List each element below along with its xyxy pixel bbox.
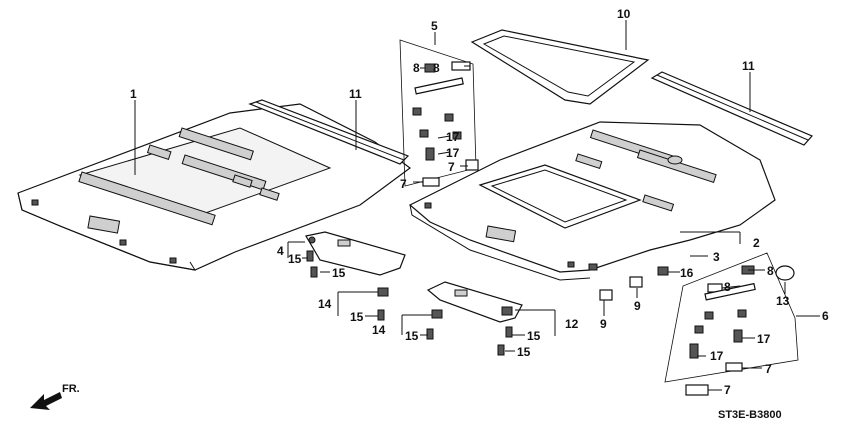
callout-5: 5 xyxy=(431,19,438,33)
callout-11-left: 11 xyxy=(349,87,362,101)
callout-14-b: 14 xyxy=(372,323,386,337)
callout-15-f: 15 xyxy=(517,345,531,359)
callouts: 1 11 5 10 11 8 8 17 17 7 7 4 15 15 14 15… xyxy=(130,7,829,397)
sun-visor-left xyxy=(305,231,406,276)
callout-7-d: 7 xyxy=(724,383,731,397)
callout-6: 6 xyxy=(822,309,829,323)
roof-rail-right xyxy=(650,71,814,146)
callout-15-d: 15 xyxy=(405,329,419,343)
sun-visor-right xyxy=(426,281,523,323)
callout-7-a: 7 xyxy=(448,160,455,174)
headliner-left xyxy=(17,103,412,271)
callout-7-b: 7 xyxy=(400,177,407,191)
headliner-right-sunroof xyxy=(408,121,776,281)
callout-4: 4 xyxy=(277,244,284,258)
callout-13: 13 xyxy=(776,294,790,308)
callout-15-b: 15 xyxy=(332,266,346,280)
hardware-group-6 xyxy=(664,252,799,396)
callout-17-c: 17 xyxy=(757,332,771,346)
sunroof-seal xyxy=(470,29,650,105)
callout-11-right: 11 xyxy=(742,59,755,73)
callout-14-a: 14 xyxy=(318,297,332,311)
callout-17-d: 17 xyxy=(710,349,724,363)
callout-8-c: 8 xyxy=(767,264,774,278)
callout-17-b: 17 xyxy=(446,146,460,160)
callout-1: 1 xyxy=(130,87,137,101)
diagram-code: ST3E-B3800 xyxy=(718,409,782,421)
arrow-icon xyxy=(30,392,62,410)
callout-7-c: 7 xyxy=(765,362,772,376)
callout-15-a: 15 xyxy=(288,252,302,266)
callout-9-b: 9 xyxy=(634,299,641,313)
callout-10: 10 xyxy=(617,7,631,21)
callout-15-c: 15 xyxy=(350,310,364,324)
callout-15-e: 15 xyxy=(527,329,541,343)
direction-label: FR. xyxy=(62,383,80,395)
callout-17-a: 17 xyxy=(446,130,460,144)
callout-8-d: 8 xyxy=(724,280,731,294)
callout-16: 16 xyxy=(680,266,694,280)
leader-lines xyxy=(134,20,820,391)
roof-rail-left xyxy=(248,99,410,165)
front-direction-indicator: FR. xyxy=(30,383,80,410)
callout-12: 12 xyxy=(565,317,579,331)
callout-9-a: 9 xyxy=(600,317,607,331)
callout-2: 2 xyxy=(753,236,760,250)
callout-8-a: 8 xyxy=(413,61,420,75)
callout-3: 3 xyxy=(713,250,720,264)
fasteners xyxy=(306,250,669,356)
callout-8-b: 8 xyxy=(433,61,440,75)
